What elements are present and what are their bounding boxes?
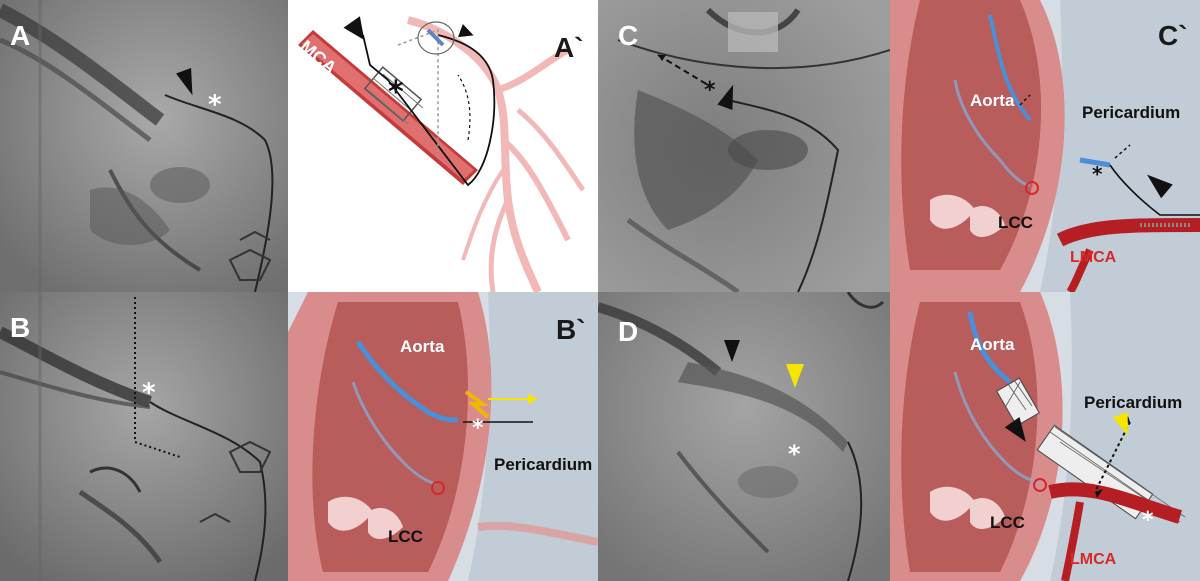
- panel-label-b: B: [10, 312, 31, 343]
- label-lcc: LCC: [388, 527, 423, 546]
- panel-label-d: D: [618, 316, 639, 347]
- asterisk-marker: *: [142, 378, 156, 408]
- asterisk-marker: *: [208, 90, 222, 120]
- panel-a-fluoroscopy: A *: [0, 0, 288, 292]
- fluoro-image-a: [0, 0, 288, 292]
- aorta-diagram-b: [288, 292, 598, 581]
- panel-c-prime-illustration: C` Aorta Pericardium LCC LMCA *: [890, 0, 1200, 292]
- asterisk-marker: *: [1092, 162, 1103, 186]
- panel-b-prime-illustration: B` Aorta Pericardium LCC *: [288, 292, 598, 581]
- label-pericardium: Pericardium: [494, 455, 593, 474]
- label-aorta: Aorta: [970, 91, 1015, 110]
- panel-c-fluoroscopy: C *: [598, 0, 890, 292]
- label-lcc: LCC: [998, 213, 1033, 232]
- label-pericardium: Pericardium: [1084, 393, 1183, 412]
- asterisk-marker: *: [472, 416, 484, 441]
- asterisk-marker: *: [788, 440, 801, 468]
- asterisk-marker: *: [704, 78, 716, 103]
- fluoro-image-c: [598, 0, 890, 292]
- asterisk-marker: *: [1142, 508, 1154, 533]
- coronary-diagram: [298, 16, 586, 292]
- label-aorta: Aorta: [400, 337, 445, 356]
- label-pericardium: Pericardium: [1082, 103, 1181, 122]
- aorta-diagram-c: [890, 0, 1200, 292]
- label-lcc: LCC: [990, 513, 1025, 532]
- panel-label-c-prime: C`: [1158, 20, 1188, 51]
- asterisk-marker: *: [388, 75, 404, 110]
- label-aorta: Aorta: [970, 335, 1015, 354]
- panel-a-prime-illustration: LMCA A` *: [288, 0, 598, 292]
- yellow-arrowhead-marker: [786, 364, 804, 388]
- panel-d-fluoroscopy: D *: [598, 292, 890, 581]
- fluoro-image-d: [598, 292, 890, 581]
- panel-d-prime-illustration: Aorta Pericardium LCC LMCA *: [890, 292, 1200, 581]
- label-lmca: LMCA: [1070, 249, 1117, 266]
- panel-b-fluoroscopy: B *: [0, 292, 288, 581]
- panel-label-b-prime: B`: [556, 314, 586, 345]
- panel-label-a-prime: A`: [554, 32, 584, 63]
- aorta-diagram-d: [890, 292, 1200, 581]
- fluoro-image-b: [0, 292, 288, 581]
- panel-label-a: A: [10, 20, 31, 51]
- label-lmca: LMCA: [1070, 551, 1117, 568]
- panel-label-c: C: [618, 20, 639, 51]
- black-arrowhead-marker: [724, 340, 740, 362]
